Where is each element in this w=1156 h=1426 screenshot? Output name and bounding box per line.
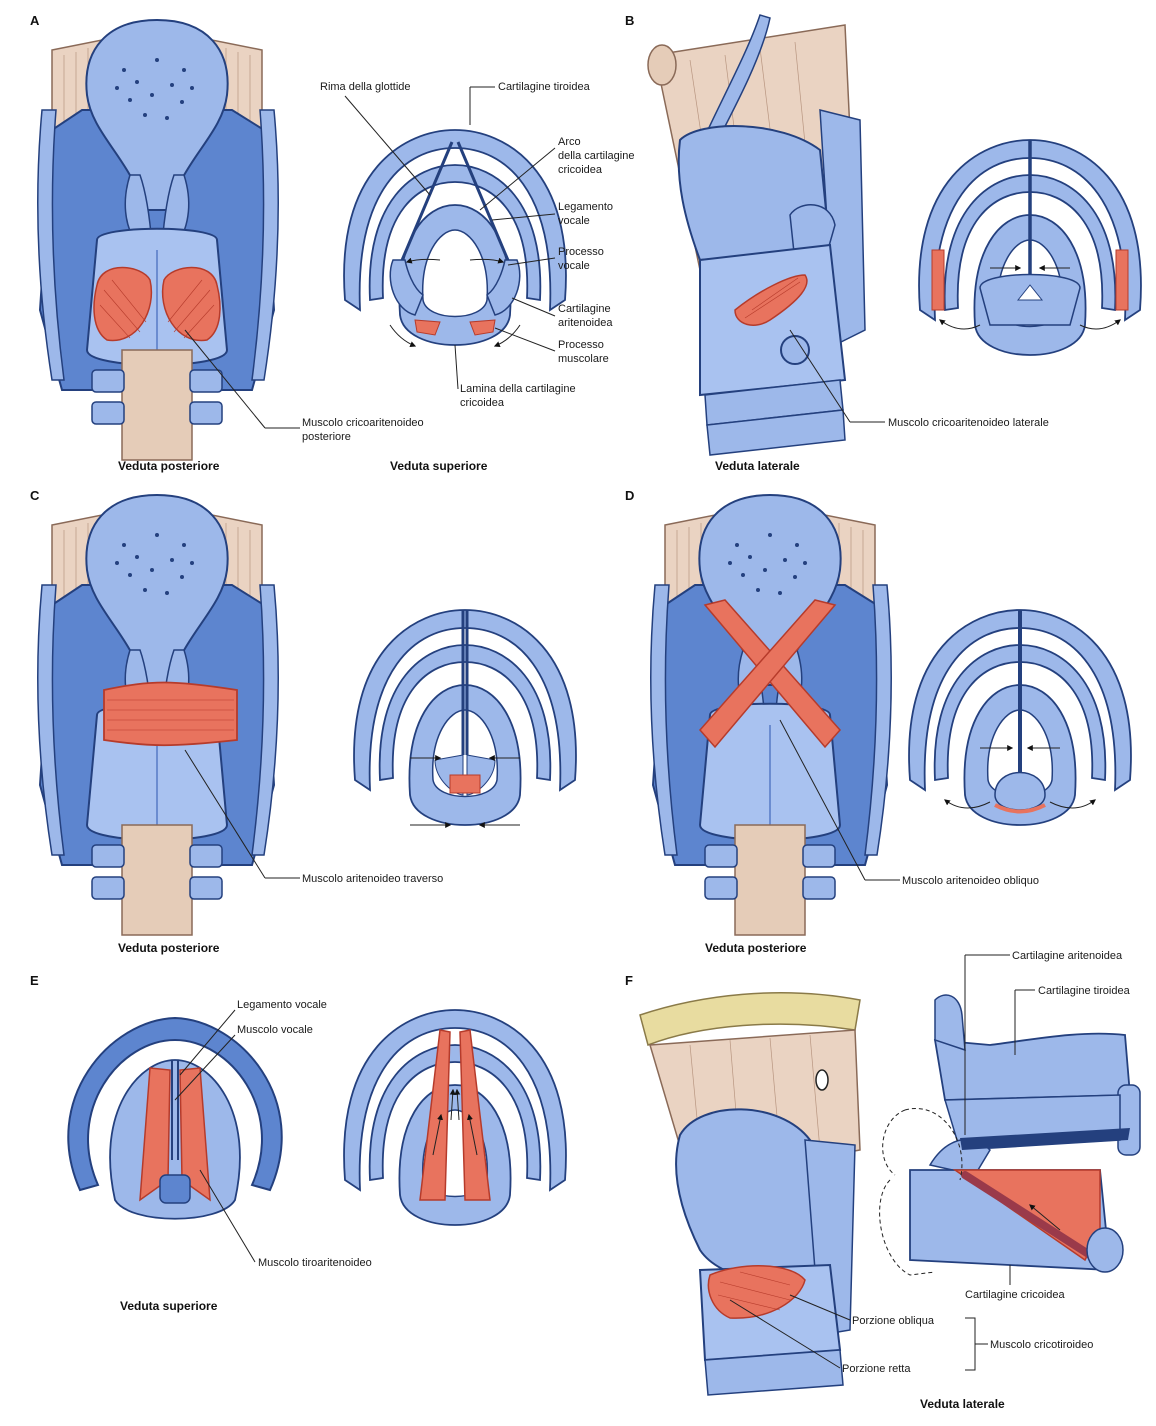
panel-d-letter: D — [625, 488, 634, 503]
label-lateral-cricoarytenoid: Muscolo cricoaritenoideo laterale — [888, 417, 1049, 429]
panel-e-superior-left — [68, 1018, 281, 1219]
panel-a-letter: A — [30, 13, 40, 28]
label-ligament-1: Legamento — [558, 201, 613, 213]
panel-e-letter: E — [30, 973, 39, 988]
label-vocalis: Muscolo vocale — [237, 1024, 313, 1036]
panel-a: A Muscolo cricoaritenoideo posteriore Ve… — [30, 13, 634, 473]
panel-e-superior-right — [344, 1010, 566, 1225]
label-posterior-cricoarytenoid: Muscolo cricoaritenoideo — [302, 417, 424, 429]
label-arch-1: Arco — [558, 136, 581, 148]
label-arytenoid-f: Cartilagine aritenoidea — [1012, 950, 1123, 962]
label-arytenoid-1: Cartilagine — [558, 303, 611, 315]
label-oblique-arytenoid: Muscolo aritenoideo obliquo — [902, 875, 1039, 887]
label-muscular-process-1: Processo — [558, 339, 604, 351]
caption-c: Veduta posteriore — [118, 941, 220, 955]
label-vocal-process-1: Processo — [558, 246, 604, 258]
caption-f: Veduta laterale — [920, 1397, 1005, 1411]
panel-c-letter: C — [30, 488, 40, 503]
label-lamina-2: cricoidea — [460, 397, 505, 409]
panel-a-posterior-larynx — [38, 20, 278, 460]
panel-f: F Porzione obliqua Porzione retta Muscol… — [625, 950, 1140, 1411]
panel-b-superior-view — [919, 140, 1141, 355]
label-arytenoid-2: aritenoidea — [558, 317, 613, 329]
label-lamina-1: Lamina della cartilagine — [460, 383, 576, 395]
label-cricothyroid: Muscolo cricotiroideo — [990, 1339, 1093, 1351]
label-thyroarytenoid: Muscolo tiroaritenoideo — [258, 1257, 372, 1269]
caption-d: Veduta posteriore — [705, 941, 807, 955]
label-thyroid-a: Cartilagine tiroidea — [498, 81, 591, 93]
label-posterior-cricoarytenoid-2: posteriore — [302, 431, 351, 443]
caption-b: Veduta laterale — [715, 459, 800, 473]
panel-a-superior-view — [344, 130, 566, 346]
label-rima: Rima della glottide — [320, 81, 411, 93]
label-ligament-e: Legamento vocale — [237, 999, 327, 1011]
panel-d-superior-view — [909, 610, 1131, 825]
panel-c-posterior-larynx — [38, 495, 278, 935]
label-ligament-2: vocale — [558, 215, 590, 227]
panel-e: E Legamento vocale Muscolo vocale Muscol… — [30, 973, 566, 1313]
panel-f-letter: F — [625, 973, 633, 988]
caption-a-posterior: Veduta posteriore — [118, 459, 220, 473]
caption-a-superior: Veduta superiore — [390, 459, 488, 473]
label-thyroid-f: Cartilagine tiroidea — [1038, 985, 1131, 997]
label-oblique-portion: Porzione obliqua — [852, 1315, 935, 1327]
panel-b-lateral-larynx — [648, 15, 865, 455]
label-arch-2: della cartilagine — [558, 150, 634, 162]
label-arch-3: cricoidea — [558, 164, 603, 176]
panel-c: C Muscolo aritenoideo traverso Veduta po… — [30, 488, 576, 955]
panel-b-letter: B — [625, 13, 634, 28]
panel-c-superior-view — [354, 610, 576, 825]
label-muscular-process-2: muscolare — [558, 353, 609, 365]
panel-d: D Muscolo aritenoideo obliquo Veduta pos… — [625, 488, 1131, 955]
panel-f-schematic — [880, 995, 1140, 1275]
panel-b: B Muscolo cricoarite — [625, 13, 1141, 473]
panel-d-posterior-larynx — [651, 495, 891, 935]
label-cricoid-f: Cartilagine cricoidea — [965, 1289, 1066, 1301]
label-vocal-process-2: vocale — [558, 260, 590, 272]
caption-e: Veduta superiore — [120, 1299, 218, 1313]
label-transverse-arytenoid: Muscolo aritenoideo traverso — [302, 873, 443, 885]
panel-f-lateral-larynx — [640, 993, 860, 1395]
label-straight-portion: Porzione retta — [842, 1363, 911, 1375]
